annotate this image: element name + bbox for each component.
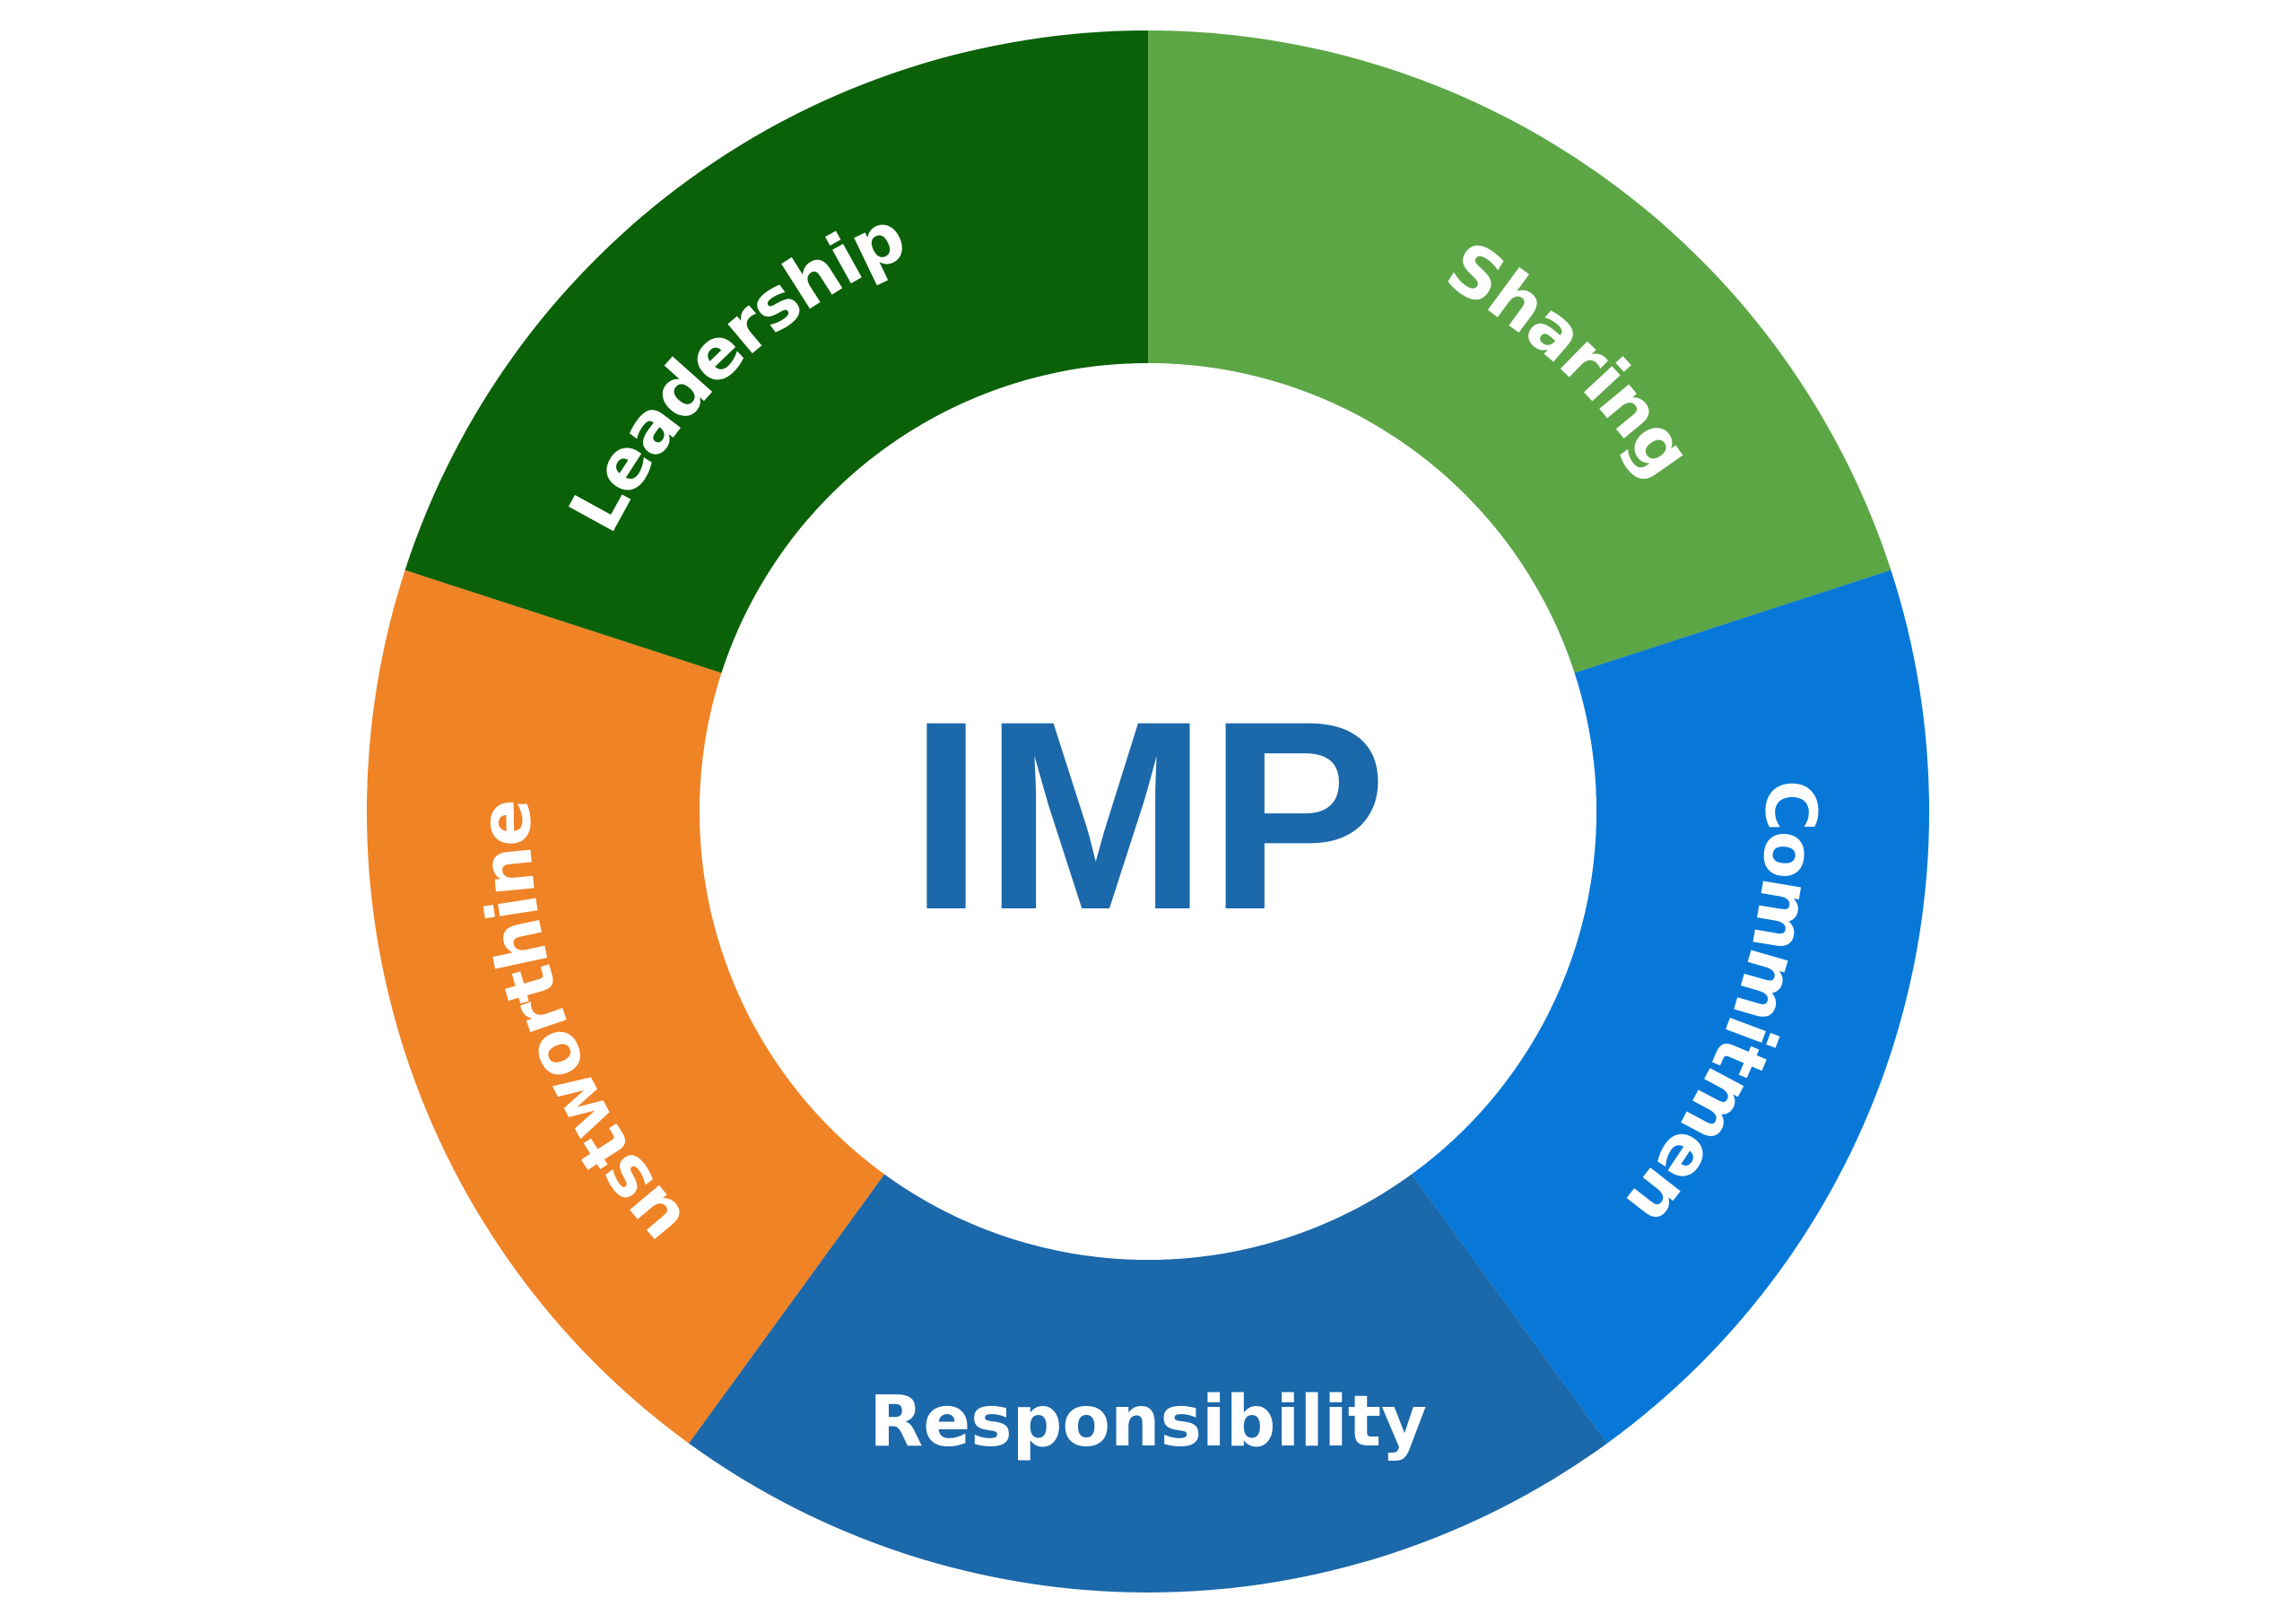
segment-responsibility-label: Responsibility <box>869 1382 1427 1462</box>
center-hub <box>700 363 1596 1260</box>
segment-trustworthiness-wedge <box>366 569 885 1444</box>
segment-leadership-wedge <box>404 30 1149 673</box>
segment-responsibility-wedge <box>689 1174 1607 1593</box>
center-title: IMP <box>909 664 1387 966</box>
segment-commitment-wedge <box>1411 569 1930 1444</box>
segment-sharing: Sharing <box>1148 30 1892 673</box>
segment-responsibility: Responsibility <box>689 1174 1607 1593</box>
segment-sharing-wedge <box>1148 30 1892 673</box>
